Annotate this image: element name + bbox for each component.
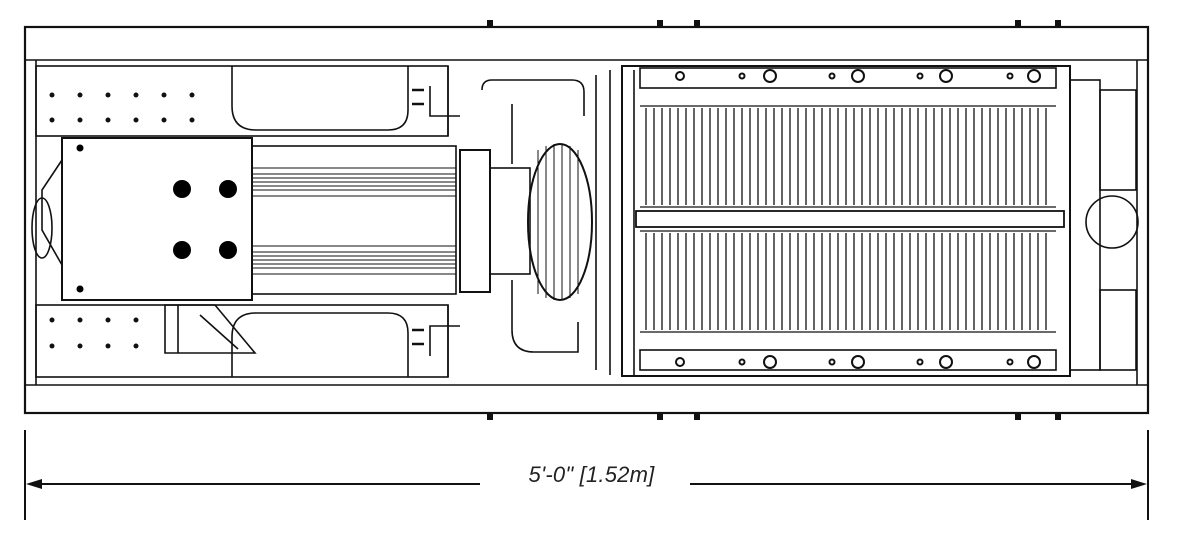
support-bracket (164, 304, 257, 354)
mounting-holes (49, 92, 195, 349)
outer-skid-frame (23, 25, 1150, 415)
motor-bolts (76, 144, 237, 293)
drum-frame-bolts (675, 69, 1041, 369)
dimension-arrow-left (26, 479, 42, 489)
shaft-cooling-fins (252, 167, 456, 275)
dimension-arrow-right (1131, 479, 1147, 489)
overall-length-dimension (24, 430, 1149, 520)
overall-length-label: 5'-0" [1.52m] (516, 462, 667, 487)
coupling-flange (459, 149, 491, 293)
motor-housing (61, 137, 253, 301)
drum-rope-grooves (640, 105, 1056, 333)
upper-mount-plate (35, 65, 449, 137)
overall-length-label-container: 5'-0" [1.52m] (0, 462, 1183, 488)
drive-shaft (251, 145, 457, 295)
drum-center-axle (635, 210, 1065, 228)
brake-drum (527, 143, 593, 301)
frame-studs (487, 20, 1061, 420)
